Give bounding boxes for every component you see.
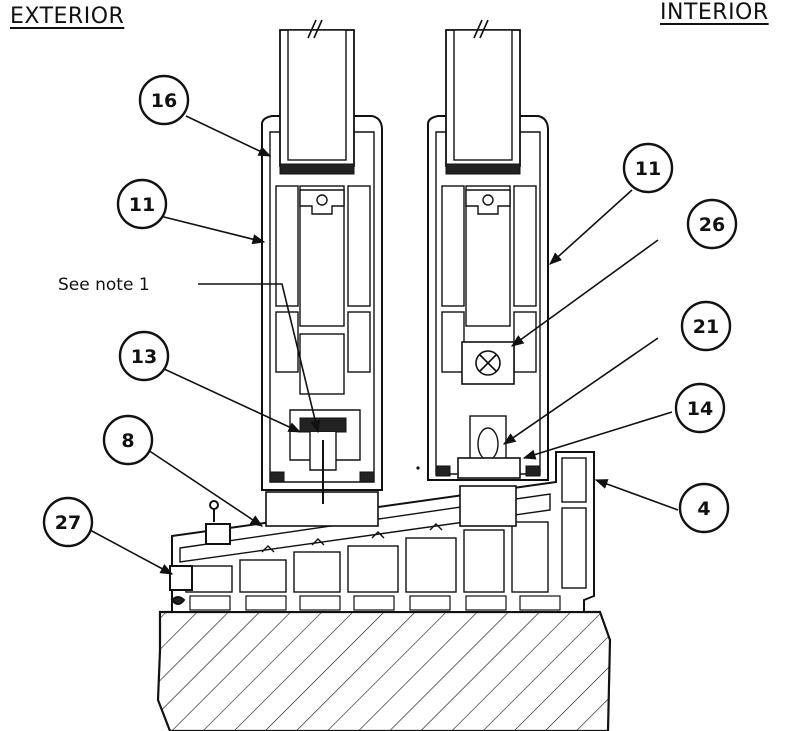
callout-11-right: 11 xyxy=(622,142,674,194)
exterior-sash-profile xyxy=(261,29,383,527)
concrete-substrate xyxy=(156,610,612,731)
callout-11-left: 11 xyxy=(116,178,168,230)
svg-text:26: 26 xyxy=(699,214,725,236)
svg-text:11: 11 xyxy=(129,194,155,216)
callout-13: 13 xyxy=(118,330,170,382)
callout-4: 4 xyxy=(678,482,730,534)
svg-text:21: 21 xyxy=(693,316,719,338)
front-cover-profile-27 xyxy=(169,500,231,605)
exterior-label: EXTERIOR xyxy=(10,4,125,29)
svg-text:11: 11 xyxy=(635,158,661,180)
callout-27: 27 xyxy=(42,496,94,548)
svg-text:14: 14 xyxy=(687,398,713,420)
callout-26: 26 xyxy=(686,198,738,250)
callout-16: 16 xyxy=(138,74,190,126)
svg-text:27: 27 xyxy=(55,512,81,534)
callout-14: 14 xyxy=(674,382,726,434)
svg-text:13: 13 xyxy=(131,346,157,368)
interior-label: INTERIOR xyxy=(660,0,769,25)
cross-circle-symbol-icon xyxy=(475,350,501,376)
interior-sash-profile xyxy=(427,29,549,527)
note-label: See note 1 xyxy=(58,275,150,295)
leader-lines xyxy=(89,115,679,575)
svg-text:8: 8 xyxy=(121,430,134,452)
glass-break-marks xyxy=(307,19,489,39)
svg-text:4: 4 xyxy=(697,498,710,520)
svg-text:16: 16 xyxy=(151,90,177,112)
stray-dot xyxy=(416,466,420,470)
callout-21: 21 xyxy=(680,300,732,352)
callout-8: 8 xyxy=(102,414,154,466)
